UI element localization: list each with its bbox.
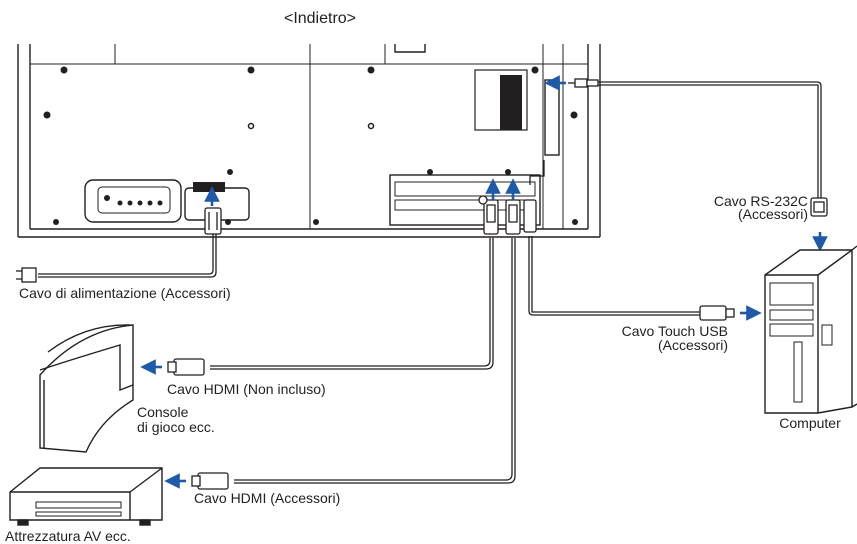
console-sublabel: di gioco ecc. [137, 419, 215, 435]
back-link[interactable]: <Indietro> [283, 10, 357, 27]
audio-jack-icon [568, 78, 599, 88]
vesa-holes [247, 122, 375, 130]
computer-tower [764, 245, 857, 414]
av-equipment-label: Attrezzatura AV ecc. [5, 528, 131, 544]
arrow-icon [140, 75, 828, 489]
monitor-rear [17, 44, 601, 238]
cables [38, 81, 822, 484]
usb-cable-sublabel: (Accessori) [657, 337, 728, 353]
av-equipment [9, 467, 163, 526]
console-label: Console [137, 404, 189, 420]
usb-plug-icon [523, 199, 735, 321]
rs232-cable-label: Cavo RS-232C [713, 193, 808, 209]
game-console [39, 324, 134, 453]
hdmi-top-label: Cavo HDMI (Non incluso) [167, 381, 326, 397]
rs232-cable-sublabel: (Accessori) [737, 206, 808, 222]
hdmi-bottom-label: Cavo HDMI (Accessori) [194, 490, 341, 506]
computer-label: Computer [779, 415, 841, 431]
power-cable-label: Cavo di alimentazione (Accessori) [19, 285, 231, 301]
hdmi-plug-icon [167, 195, 521, 490]
power-plug-icon [16, 207, 222, 283]
rs232-plug-icon [810, 197, 828, 217]
mounting-holes [43, 66, 578, 225]
usb-cable-label: Cavo Touch USB [621, 323, 728, 339]
